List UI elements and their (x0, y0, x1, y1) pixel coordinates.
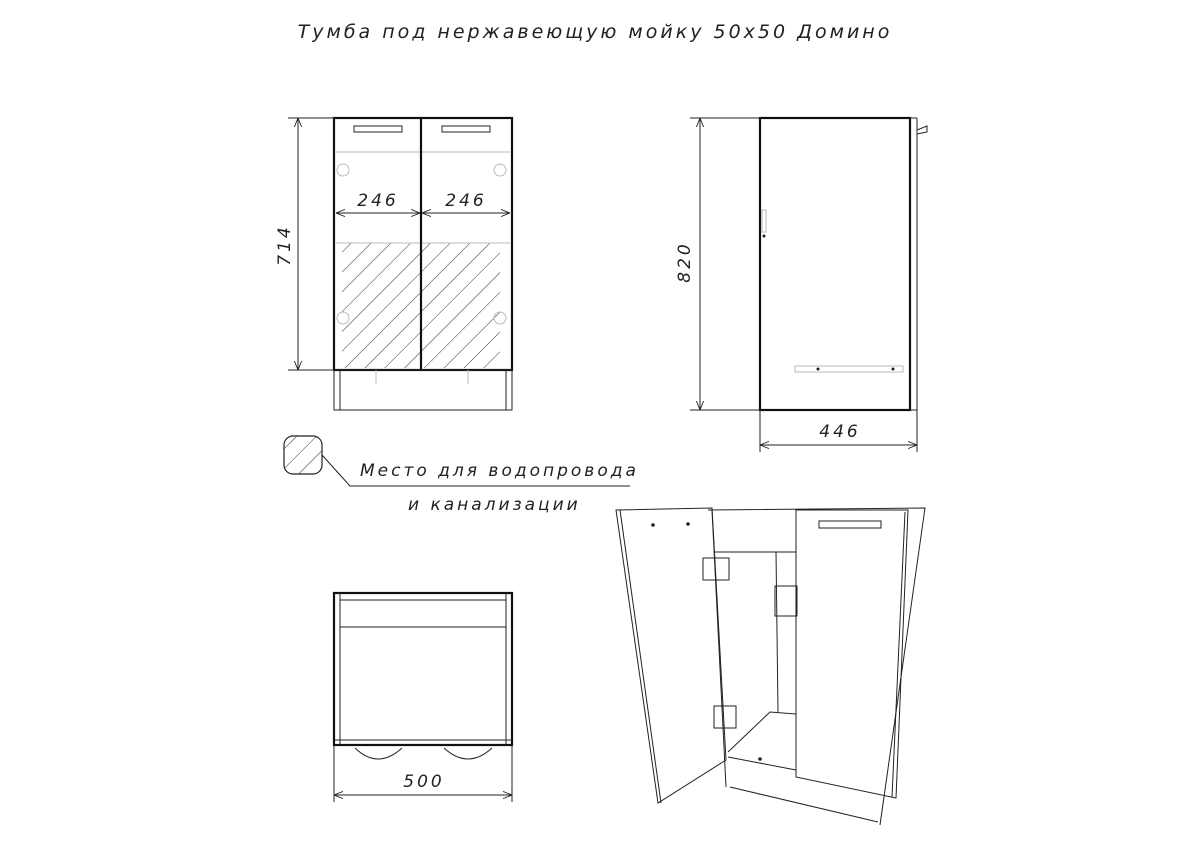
dim-height-820: 820 (675, 241, 695, 282)
dim-depth-446: 446 (819, 422, 860, 442)
legend: Место для водопровода и канализации (283, 435, 639, 515)
legend-line2: и канализации (408, 495, 581, 515)
legend-hatch-swatch (283, 435, 323, 475)
isometric-view (615, 507, 926, 826)
hinge-bottom (713, 705, 737, 729)
front-view: 714 246 246 (275, 116, 514, 411)
closed-door (795, 509, 909, 799)
hinge-top (702, 557, 730, 581)
dim-door-right: 246 (445, 191, 486, 211)
drawing-title: Тумба под нержавеющую мойку 50х50 Домино (298, 21, 893, 43)
dim-width-500: 500 (403, 772, 444, 792)
dim-door-left: 246 (357, 191, 398, 211)
handle-right (441, 125, 491, 133)
open-door (615, 507, 727, 804)
side-view: 820 446 (675, 116, 928, 452)
dim-height-714: 714 (275, 224, 295, 265)
handle-left (353, 125, 403, 133)
iso-handle (818, 520, 882, 529)
legend-line1: Место для водопровода (360, 461, 639, 481)
top-view: 500 (332, 591, 514, 802)
